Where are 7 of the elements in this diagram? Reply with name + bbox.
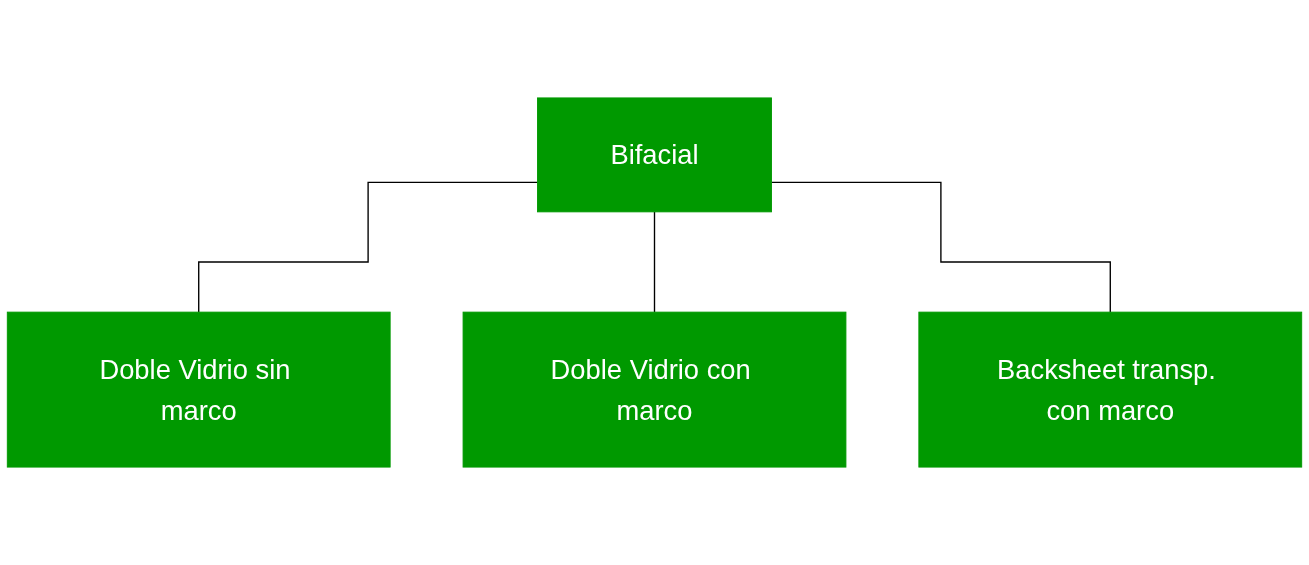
node-box: Doble Vidrio con marco [462,311,847,468]
connector [770,181,1111,313]
node-box: Doble Vidrio sin marco [6,311,391,468]
connector [653,211,656,313]
node-box: Backsheet transp. con marco [918,311,1303,468]
node-box: Bifacial [537,97,772,213]
connector [198,181,539,313]
